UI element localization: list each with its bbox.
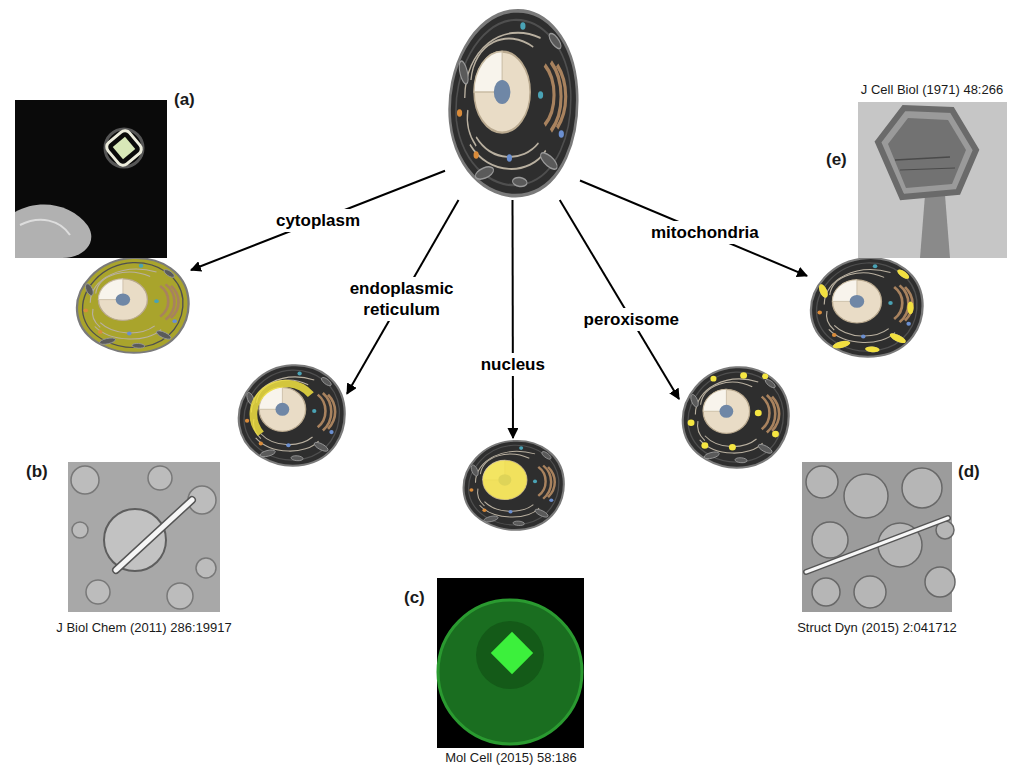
cell-illustration (73, 255, 191, 355)
edge-label: peroxisome (581, 308, 682, 331)
connector-arrow (580, 181, 807, 276)
connector-arrow (512, 200, 515, 438)
cell-illustration (235, 362, 347, 468)
cell-illustration (807, 255, 925, 359)
micrograph (15, 100, 167, 258)
edge-label: endoplasmic reticulum (340, 277, 464, 321)
edge-label: cytoplasm (273, 209, 363, 232)
micrograph (802, 462, 955, 612)
cell-illustration (460, 438, 566, 532)
connector-arrow (191, 171, 445, 270)
citation-text: J Biol Chem (2011) 286:19917 (56, 620, 231, 636)
cell-drawing (811, 258, 923, 357)
panel-letter: (e) (826, 150, 847, 170)
panel-letter: (a) (174, 90, 195, 110)
cell-drawing (239, 365, 345, 465)
cell-illustration (445, 5, 580, 200)
cell-drawing (450, 11, 578, 196)
citation-text: Mol Cell (2015) 58:186 (445, 750, 577, 766)
micrograph (437, 578, 584, 748)
cell-drawing (683, 367, 789, 467)
panel-letter: (c) (404, 588, 425, 608)
cell-drawing (77, 258, 189, 353)
panel-letter: (d) (958, 462, 980, 482)
panel-letter: (b) (26, 462, 48, 482)
micrograph (858, 102, 1007, 258)
citation-text: J Cell Biol (1971) 48:266 (861, 82, 1003, 98)
edge-label: nucleus (478, 353, 548, 376)
edge-label: mitochondria (648, 221, 762, 244)
cell-drawing (464, 441, 564, 530)
micrograph (68, 462, 220, 612)
cell-illustration (679, 364, 791, 470)
citation-text: Struct Dyn (2015) 2:041712 (797, 620, 957, 636)
